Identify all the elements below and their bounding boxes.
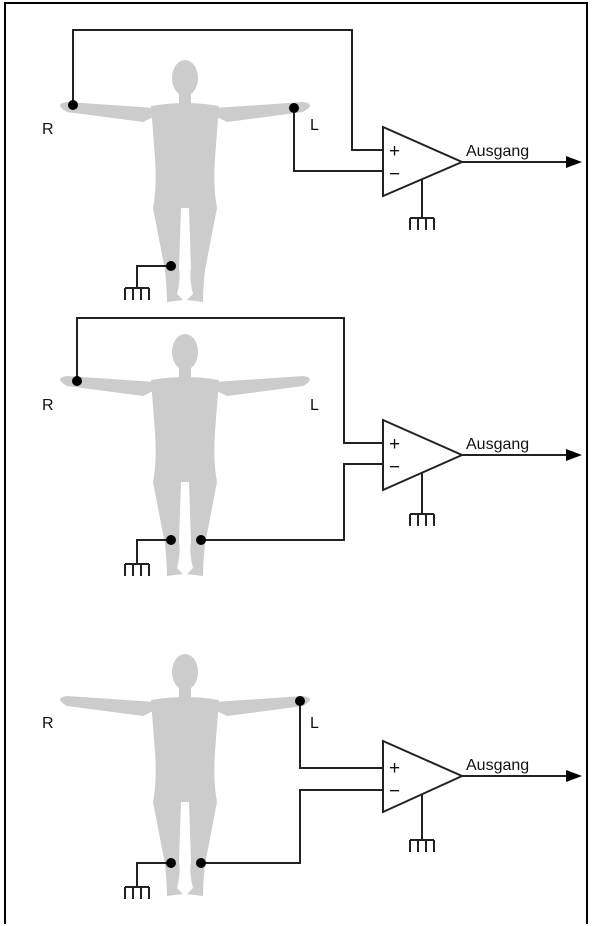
ground-icon [409, 205, 435, 231]
human-figure [60, 60, 310, 302]
panel-lead-i: R L + − Ausgang [42, 29, 582, 302]
wire-right-arm-to-plus [76, 317, 383, 444]
electrode-leg [166, 261, 176, 271]
ground-icon [124, 275, 150, 301]
output-arrow-icon [566, 156, 582, 168]
human-figure [60, 654, 310, 896]
electrode-right-arm [72, 376, 82, 386]
plus-sign: + [389, 141, 400, 162]
electrode-right-leg [166, 858, 176, 868]
electrode-right-arm [68, 100, 78, 110]
minus-sign: − [389, 164, 400, 185]
output-arrow-icon [566, 449, 582, 461]
electrode-left-arm [289, 103, 299, 113]
diagram-frame [4, 2, 588, 924]
label-r: R [42, 715, 54, 732]
op-amp-triangle [382, 739, 465, 814]
electrode-right-leg [166, 535, 176, 545]
output-label: Ausgang [466, 757, 529, 774]
wire-leg-to-minus [201, 463, 383, 541]
electrode-left-leg [196, 858, 206, 868]
minus-sign: − [389, 457, 400, 478]
wire-left-arm-to-plus [299, 701, 383, 769]
ground-icon [124, 551, 150, 577]
output-label: Ausgang [466, 143, 529, 160]
wire-right-arm-to-plus [72, 29, 383, 151]
label-r: R [42, 397, 54, 414]
ground-icon [409, 827, 435, 853]
label-l: L [310, 397, 319, 414]
label-l: L [310, 715, 319, 732]
label-r: R [42, 121, 54, 138]
op-amp-triangle [382, 418, 465, 492]
output-label: Ausgang [466, 436, 529, 453]
minus-sign: − [389, 781, 400, 802]
electrode-left-arm [295, 696, 305, 706]
wire-leg-to-minus [201, 789, 383, 864]
panel-lead-iii: R L + − Ausgang [42, 654, 582, 900]
panel-lead-ii: R L + − Ausgang [42, 317, 582, 577]
plus-sign: + [389, 758, 400, 779]
output-arrow-icon [566, 770, 582, 782]
label-l: L [310, 117, 319, 134]
op-amp-triangle [382, 125, 465, 198]
plus-sign: + [389, 434, 400, 455]
ground-icon [409, 501, 435, 527]
ground-icon [124, 874, 150, 900]
wire-left-arm-to-minus [293, 108, 383, 172]
electrode-left-leg [196, 535, 206, 545]
